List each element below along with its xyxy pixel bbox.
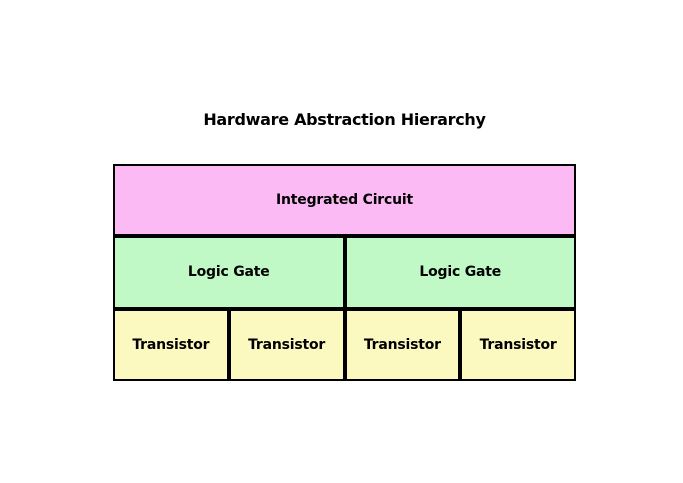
- node-logic-gate-2: Logic Gate: [344, 236, 576, 309]
- node-transistor-4: Transistor: [460, 308, 576, 381]
- node-transistor-3: Transistor: [344, 308, 461, 381]
- diagram-title: Hardware Abstraction Hierarchy: [203, 110, 486, 129]
- hierarchy-diagram: Integrated Circuit Logic Gate Logic Gate…: [113, 164, 576, 381]
- node-integrated-circuit: Integrated Circuit: [113, 164, 576, 237]
- node-logic-gate-1: Logic Gate: [113, 236, 345, 309]
- node-transistor-1: Transistor: [113, 308, 229, 381]
- node-transistor-2: Transistor: [228, 308, 345, 381]
